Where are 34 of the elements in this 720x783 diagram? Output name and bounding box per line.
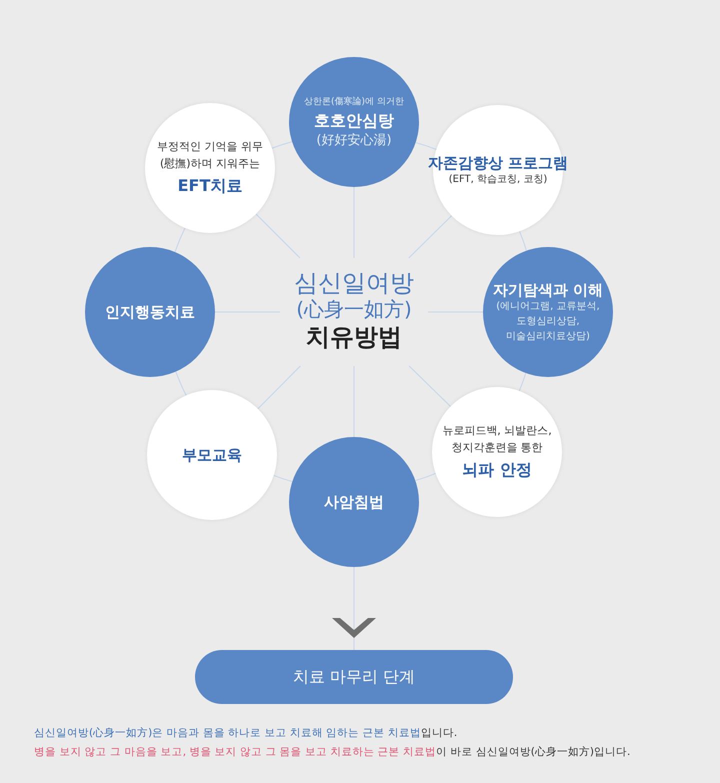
- connector-line: [519, 230, 527, 252]
- subtitle-text: (好好安心湯): [316, 132, 392, 148]
- node-text: 사암침법: [324, 493, 384, 511]
- node-text: 자기탐색과 이해: [492, 280, 604, 298]
- node-text: 부모교육: [182, 446, 242, 464]
- node-text: EFT치료: [178, 174, 242, 197]
- subtitle-text: (에니어그램, 교류분석, 도형심리상담, 미술심리치료상담): [495, 300, 601, 344]
- connector-line: [174, 228, 186, 252]
- node-text: 호호안심탕: [314, 110, 394, 132]
- node-text: 부정적인 기억을 위무(慰撫)하며 지워주는: [156, 138, 264, 172]
- node-text: 상한론(傷寒論)에 의거한: [304, 96, 404, 108]
- node-text: 자존감향상 프로그램: [428, 154, 568, 172]
- connector-line: [273, 474, 293, 482]
- center-title: 심신일여방: [294, 270, 414, 298]
- center-title: (心身一如方): [296, 298, 412, 320]
- connector-line: [408, 366, 452, 408]
- connector-line: [415, 142, 437, 150]
- stage-button: 치료 마무리 단계: [195, 650, 513, 704]
- connector-line: [271, 141, 293, 149]
- connector-line: [255, 213, 300, 258]
- center-title: 치유방법: [306, 322, 402, 352]
- note-text: 심신일여방(心身一如方)은 마음과 몸을 하나로 보고 치료해 임하는 근본 치료법: [34, 727, 421, 739]
- connector-line: [408, 215, 452, 258]
- node-text: 뉴로피드백, 뇌발란스, 청지각훈련을 통한: [441, 422, 553, 456]
- connector-line: [414, 472, 436, 482]
- node-text: 인지행동치료: [105, 303, 195, 321]
- connector-line: [518, 372, 526, 392]
- node-text: 뇌파 안정: [462, 458, 532, 481]
- connector-line: [175, 371, 187, 396]
- subtitle-text: (EFT, 학습코칭, 코칭): [448, 172, 548, 186]
- note-text: 이 바로 심신일여방(心身一如方)입니다.: [436, 746, 630, 758]
- note-text: 병을 보지 않고 그 마음을 보고, 병을 보지 않고 그 몸을 보고 치료하는 근본 치료법: [34, 746, 436, 758]
- note-text: 입니다.: [420, 727, 458, 739]
- connector-line: [257, 366, 301, 410]
